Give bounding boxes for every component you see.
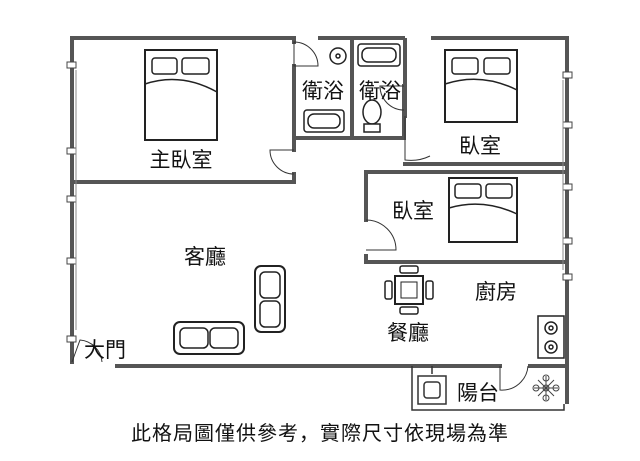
label-kitchen: 廚房 [475,280,517,304]
bed-bedroom-1 [444,49,518,123]
label-dining-room: 餐廳 [387,321,429,345]
dining-table [384,265,434,315]
label-balcony: 陽台 [457,381,499,405]
label-bedroom-1: 臥室 [459,134,501,158]
doors [71,41,529,391]
disclaimer-text: 此格局圖僅供參考，實際尺寸依現場為準 [131,421,509,445]
label-master-bedroom: 主臥室 [150,148,213,172]
wall-caps [66,61,573,343]
plant-icon [532,374,560,402]
label-main-door: 大門 [84,338,126,362]
label-bedroom-2: 臥室 [392,199,434,223]
label-bath-1: 衛浴 [302,79,344,103]
label-living-room: 客廳 [184,245,226,269]
bed-bedroom-2 [448,177,518,243]
walls [70,36,569,404]
balcony [411,366,565,411]
label-bath-2: 衛浴 [359,79,401,103]
sofa-side [254,265,286,333]
stove [537,315,565,359]
sofa-long [173,321,245,355]
bed-master [144,49,218,141]
bath-fixtures [303,43,401,133]
